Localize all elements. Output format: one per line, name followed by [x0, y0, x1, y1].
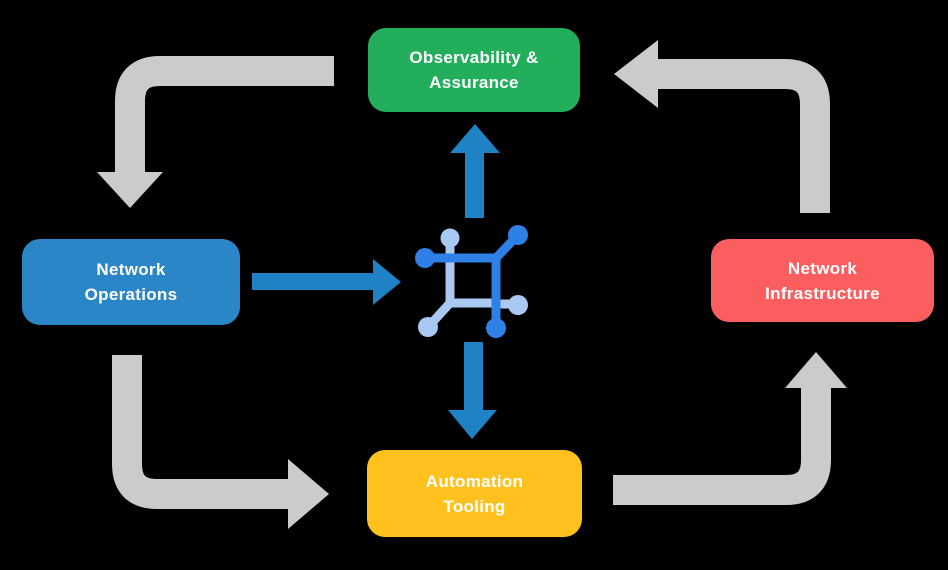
arrow-center-to-automation	[448, 342, 497, 439]
node-label-line: Operations	[84, 285, 178, 304]
node-label-line: Infrastructure	[765, 283, 880, 303]
node-label-line: Tooling	[443, 496, 506, 516]
arrow-operations-to-center	[252, 259, 401, 305]
node-label-line: Assurance	[429, 73, 519, 92]
node-label-line: Network	[96, 260, 166, 279]
node-automation-tooling: Automation Tooling	[367, 450, 582, 537]
arrow-center-to-observability	[450, 124, 500, 218]
arrow-infrastructure-to-observability	[614, 40, 830, 213]
node-network-operations: Network Operations	[22, 239, 240, 325]
node-label-line: Observability &	[409, 48, 539, 67]
node-label-line: Network	[787, 258, 858, 278]
network-mesh-icon	[415, 225, 528, 338]
node-observability-assurance: Observability & Assurance	[368, 28, 580, 112]
node-label-line: Automation	[425, 471, 524, 491]
arrow-operations-to-automation	[112, 355, 329, 529]
arrow-automation-to-infrastructure	[613, 352, 847, 505]
node-network-infrastructure: Network Infrastructure	[711, 239, 934, 322]
arrow-observability-to-operations	[97, 56, 334, 208]
